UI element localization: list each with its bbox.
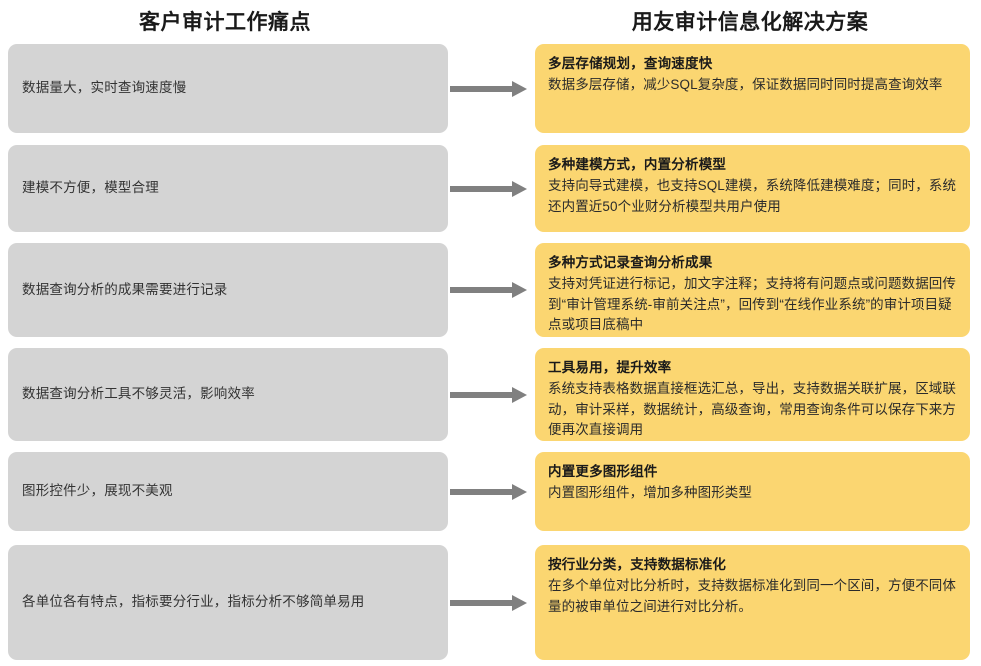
pain-point-text: 建模不方便，模型合理: [22, 180, 159, 196]
solution-title: 多层存储规划，查询速度快: [548, 56, 713, 71]
comparison-row: 数据查询分析的成果需要进行记录 多种方式记录查询分析成果支持对凭证进行标记，加文字…: [0, 243, 981, 337]
solution-title: 按行业分类，支持数据标准化: [548, 557, 727, 572]
solution-card[interactable]: 多种建模方式，内置分析模型支持向导式建模，也支持SQL建模，系统降低建模难度；同…: [535, 145, 970, 232]
solution-title: 多种方式记录查询分析成果: [548, 255, 713, 270]
right-arrow-icon: [450, 80, 534, 97]
arrow-shaft: [450, 391, 514, 398]
pain-point-card[interactable]: 各单位各有特点，指标要分行业，指标分析不够简单易用: [8, 545, 448, 660]
pain-point-text: 各单位各有特点，指标要分行业，指标分析不够简单易用: [22, 594, 365, 610]
right-arrow-icon: [450, 594, 534, 611]
pain-point-text: 图形控件少，展现不美观: [22, 483, 173, 499]
arrow-shaft: [450, 488, 514, 495]
pain-point-card[interactable]: 图形控件少，展现不美观: [8, 452, 448, 531]
comparison-row: 图形控件少，展现不美观 内置更多图形组件内置图形组件，增加多种图形类型: [0, 452, 981, 531]
arrow-shaft: [450, 185, 514, 192]
solution-title: 工具易用，提升效率: [548, 360, 672, 375]
right-arrow-icon: [450, 180, 534, 197]
comparison-row: 建模不方便，模型合理 多种建模方式，内置分析模型支持向导式建模，也支持SQL建模，…: [0, 145, 981, 232]
solution-description: 数据多层存储，减少SQL复杂度，保证数据同时同时提高查询效率: [548, 77, 943, 93]
solution-description: 系统支持表格数据直接框选汇总，导出，支持数据关联扩展，区域联动，审计采样，数据统…: [548, 381, 956, 438]
comparison-row: 数据量大，实时查询速度慢 多层存储规划，查询速度快数据多层存储，减少SQL复杂度，…: [0, 44, 981, 133]
arrow-head: [512, 80, 527, 97]
arrow-shaft: [450, 287, 514, 293]
solution-card[interactable]: 多层存储规划，查询速度快数据多层存储，减少SQL复杂度，保证数据同时同时提高查询…: [535, 44, 970, 133]
arrow-shaft: [450, 85, 514, 92]
arrow-head: [512, 282, 527, 298]
pain-point-text: 数据量大，实时查询速度慢: [22, 80, 187, 96]
right-arrow-icon: [450, 483, 534, 500]
page-title-pain-points: 客户审计工作痛点: [139, 11, 311, 34]
solution-description: 支持向导式建模，也支持SQL建模，系统降低建模难度；同时，系统还内置近50个业财…: [548, 178, 957, 214]
comparison-row: 数据查询分析工具不够灵活，影响效率 工具易用，提升效率系统支持表格数据直接框选汇总…: [0, 348, 981, 441]
arrow-head: [512, 594, 527, 611]
arrow-head: [512, 386, 527, 403]
arrow-head: [512, 483, 527, 500]
solution-description: 在多个单位对比分析时，支持数据标准化到同一个区间，方便不同体量的被审单位之间进行…: [548, 578, 956, 614]
solution-description: 内置图形组件，增加多种图形类型: [548, 485, 752, 501]
right-arrow-icon: [450, 386, 534, 403]
right-arrow-icon: [450, 282, 534, 298]
column-headers: 客户审计工作痛点 用友审计信息化解决方案: [0, 0, 981, 40]
solution-card[interactable]: 多种方式记录查询分析成果支持对凭证进行标记，加文字注释；支持将有问题点或问题数据…: [535, 243, 970, 337]
solution-card[interactable]: 内置更多图形组件内置图形组件，增加多种图形类型: [535, 452, 970, 531]
pain-point-text: 数据查询分析的成果需要进行记录: [22, 281, 228, 297]
comparison-row: 各单位各有特点，指标要分行业，指标分析不够简单易用 按行业分类，支持数据标准化在多…: [0, 545, 981, 660]
solution-card[interactable]: 按行业分类，支持数据标准化在多个单位对比分析时，支持数据标准化到同一个区间，方便…: [535, 545, 970, 660]
solution-title: 多种建模方式，内置分析模型: [548, 157, 727, 172]
page-title-solutions: 用友审计信息化解决方案: [631, 11, 869, 34]
pain-point-card[interactable]: 建模不方便，模型合理: [8, 145, 448, 232]
arrow-head: [512, 180, 527, 197]
solution-title: 内置更多图形组件: [548, 464, 658, 479]
pain-point-card[interactable]: 数据量大，实时查询速度慢: [8, 44, 448, 133]
arrow-shaft: [450, 599, 514, 606]
pain-point-card[interactable]: 数据查询分析工具不够灵活，影响效率: [8, 348, 448, 441]
pain-point-text: 数据查询分析工具不够灵活，影响效率: [22, 386, 255, 402]
solution-card[interactable]: 工具易用，提升效率系统支持表格数据直接框选汇总，导出，支持数据关联扩展，区域联动…: [535, 348, 970, 441]
pain-point-card[interactable]: 数据查询分析的成果需要进行记录: [8, 243, 448, 337]
solution-description: 支持对凭证进行标记，加文字注释；支持将有问题点或问题数据回传到“审计管理系统-审…: [548, 276, 956, 333]
